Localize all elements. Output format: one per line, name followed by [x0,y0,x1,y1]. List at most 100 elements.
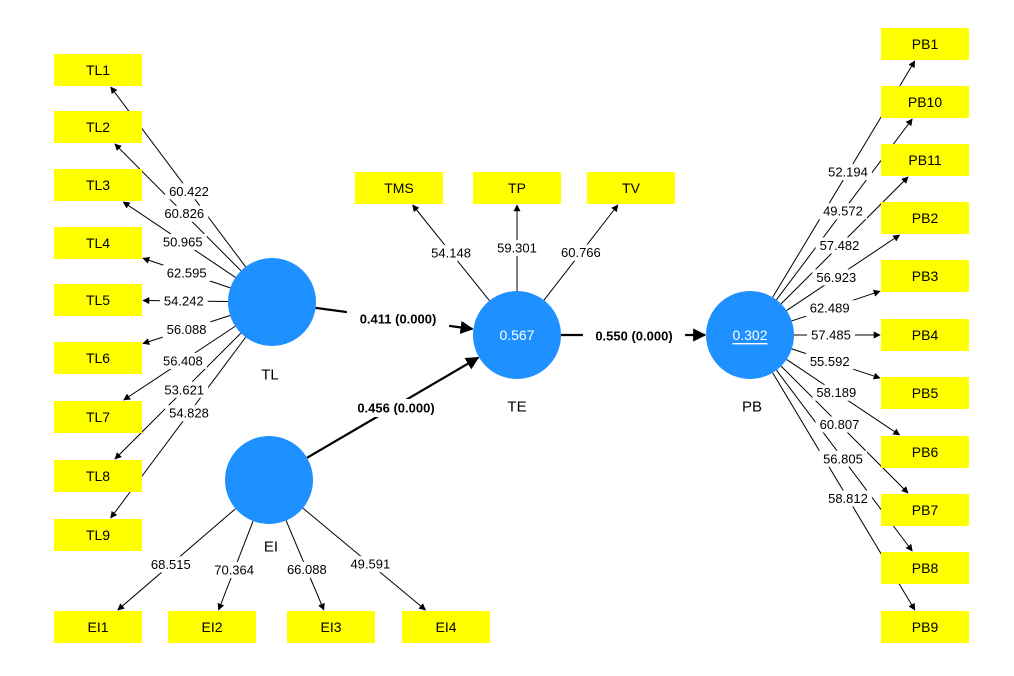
loading-text: 54.148 [431,245,471,260]
indicator-ei3[interactable]: EI3 [287,611,375,643]
indicator-pb8[interactable]: PB8 [881,552,969,584]
indicator-box[interactable] [54,111,142,143]
latent-circle[interactable] [473,291,561,379]
loading-text: 49.591 [350,557,390,572]
indicator-pb10[interactable]: PB10 [881,86,969,118]
indicator-tl6[interactable]: TL6 [54,342,142,374]
indicator-pb7[interactable]: PB7 [881,494,969,526]
path-coefficient-tl-te: 0.411 (0.000) [346,310,450,328]
loading-value-ei1: 68.515 [146,556,195,573]
indicator-tl2[interactable]: TL2 [54,111,142,143]
indicator-pb11[interactable]: PB11 [881,144,969,176]
indicator-tl9[interactable]: TL9 [54,519,142,551]
indicator-label: TL9 [86,527,110,543]
latent-ei[interactable]: EI [225,436,313,556]
loading-value-tl5: 54.242 [159,292,208,309]
indicator-label: TL8 [86,468,110,484]
indicator-box[interactable] [54,227,142,259]
latent-circle[interactable] [706,291,794,379]
indicator-box[interactable] [881,86,969,118]
indicator-tl3[interactable]: TL3 [54,169,142,201]
indicator-tms[interactable]: TMS [355,172,443,204]
indicator-box[interactable] [473,172,561,204]
indicator-ei4[interactable]: EI4 [402,611,490,643]
indicator-box[interactable] [54,169,142,201]
loading-value-pb8: 56.805 [819,450,867,467]
indicator-box[interactable] [881,436,969,468]
loading-text: 49.572 [823,204,863,219]
latent-tl[interactable]: TL [228,258,316,384]
indicator-box[interactable] [881,319,969,351]
loading-value-tl7: 56.408 [158,352,207,369]
indicator-tv[interactable]: TV [587,172,675,204]
indicator-tl1[interactable]: TL1 [54,54,142,86]
loading-value-pb3: 62.489 [805,300,854,317]
loading-text: 60.807 [820,417,860,432]
indicator-tl5[interactable]: TL5 [54,284,142,316]
indicator-pb2[interactable]: PB2 [881,202,969,234]
indicator-pb1[interactable]: PB1 [881,28,969,60]
indicator-label: PB9 [912,619,939,635]
path-label: 0.411 (0.000) [360,312,437,327]
latent-name: PB [742,399,762,416]
loading-value-tl8: 53.621 [160,381,209,398]
loading-text: 55.592 [810,354,850,369]
indicator-pb4[interactable]: PB4 [881,319,969,351]
indicator-box[interactable] [54,460,142,492]
indicator-label: TL1 [86,62,110,78]
indicator-pb5[interactable]: PB5 [881,377,969,409]
loading-text: 56.923 [816,270,856,285]
indicator-pb3[interactable]: PB3 [881,260,969,292]
indicator-tl8[interactable]: TL8 [54,460,142,492]
indicator-box[interactable] [355,172,443,204]
indicator-box[interactable] [287,611,375,643]
indicator-pb9[interactable]: PB9 [881,611,969,643]
indicator-box[interactable] [54,54,142,86]
latent-circle[interactable] [225,436,313,524]
indicator-tp[interactable]: TP [473,172,561,204]
indicator-pb6[interactable]: PB6 [881,436,969,468]
indicator-box[interactable] [881,552,969,584]
indicator-box[interactable] [54,284,142,316]
indicator-box[interactable] [881,377,969,409]
indicator-tl7[interactable]: TL7 [54,401,142,433]
indicator-box[interactable] [54,611,142,643]
indicator-label: EI2 [201,619,222,635]
indicator-label: PB1 [912,36,939,52]
indicator-label: TL7 [86,409,110,425]
indicator-ei1[interactable]: EI1 [54,611,142,643]
indicator-box[interactable] [881,494,969,526]
loading-text: 62.595 [167,266,207,281]
loading-text: 57.482 [820,238,860,253]
indicator-tl4[interactable]: TL4 [54,227,142,259]
path-label: 0.550 (0.000) [595,329,672,344]
indicator-box[interactable] [402,611,490,643]
loading-value-tl2: 60.826 [160,205,209,222]
loading-value-ei4: 49.591 [346,556,395,573]
indicator-box[interactable] [168,611,256,643]
loading-text: 59.301 [497,241,537,256]
loading-text: 62.489 [810,301,850,316]
indicator-box[interactable] [54,342,142,374]
indicator-box[interactable] [881,28,969,60]
loading-value-pb7: 60.807 [815,416,864,433]
indicator-box[interactable] [587,172,675,204]
indicator-box[interactable] [54,401,142,433]
indicator-box[interactable] [54,519,142,551]
indicator-box[interactable] [881,260,969,292]
loading-value-tl1: 60.422 [165,183,213,200]
indicator-label: PB2 [912,210,939,226]
indicator-box[interactable] [881,611,969,643]
latent-circle[interactable] [228,258,316,346]
indicator-label: PB5 [912,385,939,401]
indicator-label: EI1 [87,619,108,635]
indicator-label: TL6 [86,350,110,366]
indicator-box[interactable] [881,202,969,234]
indicator-label: PB10 [908,94,942,110]
indicator-box[interactable] [881,144,969,176]
loading-text: 60.826 [164,206,204,221]
indicator-ei2[interactable]: EI2 [168,611,256,643]
